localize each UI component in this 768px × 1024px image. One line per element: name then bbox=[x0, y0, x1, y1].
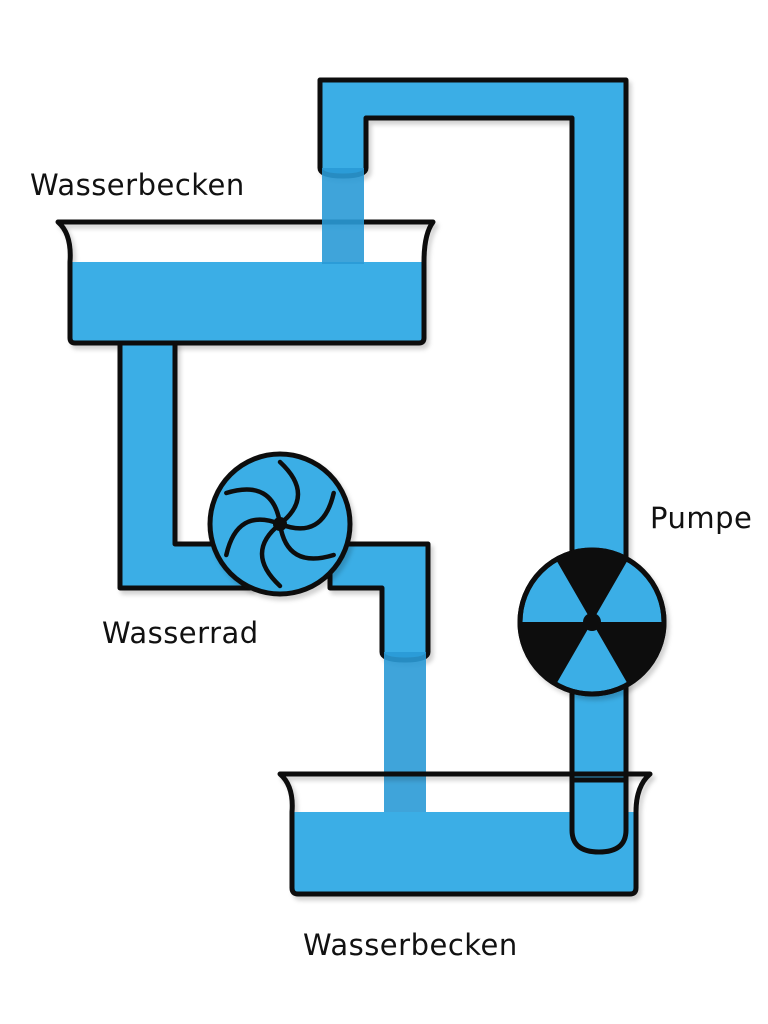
water-wheel-blade bbox=[224, 487, 283, 527]
lower-basin-water bbox=[292, 812, 636, 894]
pump-blade bbox=[556, 549, 628, 622]
water-wheel-blade bbox=[277, 459, 301, 527]
upper-basin-outline bbox=[55, 219, 436, 346]
pump-hub bbox=[583, 613, 601, 631]
lower-basin bbox=[277, 771, 653, 897]
water-wheel-label: Wasserrad bbox=[102, 616, 259, 650]
return-pipe-body bbox=[317, 77, 629, 855]
pump-ring bbox=[517, 547, 667, 697]
water-wheel-blade bbox=[224, 517, 283, 558]
outflow-pipe-body bbox=[327, 541, 431, 663]
outflow-stream bbox=[384, 652, 426, 812]
pump-blades bbox=[517, 547, 667, 697]
pump-label: Pumpe bbox=[650, 501, 752, 535]
lower-basin-label: Wasserbecken bbox=[303, 928, 518, 962]
return-pipe-intake bbox=[569, 777, 629, 855]
water-wheel bbox=[207, 451, 353, 597]
water-wheel-blade bbox=[277, 521, 336, 561]
upper-basin-label: Wasserbecken bbox=[30, 168, 245, 202]
upper-basin-water bbox=[70, 262, 424, 343]
return-pipe bbox=[317, 77, 629, 855]
outflow-pipe bbox=[327, 541, 431, 663]
water-wheel-blades bbox=[224, 459, 336, 589]
water-wheel-hub bbox=[273, 517, 287, 531]
water-wheel-blade bbox=[259, 521, 283, 589]
upper-basin bbox=[55, 219, 436, 346]
water-wheel-blade bbox=[277, 490, 336, 531]
inflow-stream bbox=[322, 168, 364, 264]
lower-basin-outline bbox=[277, 771, 653, 897]
pump bbox=[517, 547, 667, 697]
